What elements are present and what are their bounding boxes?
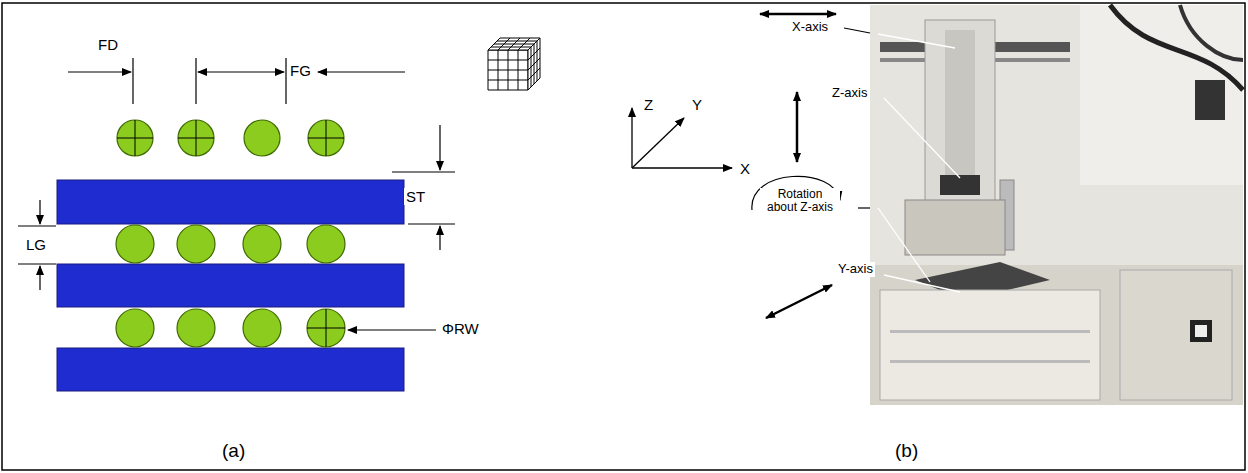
axis-label: X — [738, 160, 752, 177]
motion-label: Z-axis — [830, 86, 869, 101]
motion-label: Y-axis — [836, 262, 875, 277]
panel-label: (a) — [220, 440, 247, 462]
road-circles — [116, 120, 345, 347]
panel-label: (b) — [893, 440, 920, 462]
machine-photo — [870, 5, 1243, 405]
motion-label: Rotation about Z-axis — [760, 188, 840, 214]
dimension-label: FD — [96, 36, 120, 53]
leader-lines — [878, 34, 960, 292]
dimension-lines — [18, 58, 455, 330]
crosshairs — [117, 120, 345, 347]
motion-label: X-axis — [790, 20, 830, 35]
axis-label: Z — [642, 96, 655, 113]
motion-arrows — [760, 14, 836, 318]
layer-bars — [57, 180, 404, 391]
axis-label: Y — [690, 96, 704, 113]
axes — [632, 108, 732, 168]
dimension-label: ST — [404, 188, 427, 205]
frame — [2, 3, 1245, 470]
dimension-label: FG — [288, 62, 313, 79]
dimension-label: LG — [24, 236, 48, 253]
leader-lines-outside — [844, 28, 870, 208]
cube-icon — [488, 38, 540, 90]
dimension-label: ΦRW — [440, 320, 481, 337]
